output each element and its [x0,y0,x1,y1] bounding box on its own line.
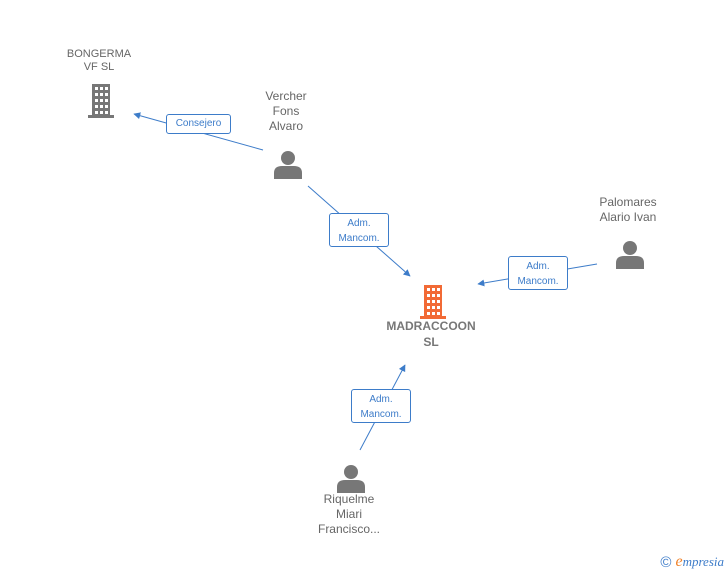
copyright-icon: © [660,553,672,571]
person-icon-palomares[interactable] [616,241,644,269]
person-icon-vercher[interactable] [274,151,302,179]
node-label-riquelme[interactable]: Riquelme Miari Francisco... [317,492,380,536]
person-icon-riquelme[interactable] [337,465,365,493]
node-label-palomares[interactable]: Palomares Alario Ivan [599,195,657,224]
brand-logo-initial: e [675,553,683,570]
building-icon-bongerma[interactable] [88,84,114,118]
building-icon-madraccoon[interactable] [420,285,446,319]
node-label-bongerma[interactable]: BONGERMA VF SL [66,48,132,73]
edge-label-vercher[interactable]: Adm. Mancom. [329,213,389,247]
node-label-vercher[interactable]: Vercher Fons Alvaro [265,89,307,133]
node-label-madraccoon[interactable]: MADRACCOON SL [386,319,476,349]
edge-label-palomares[interactable]: Adm. Mancom. [508,256,568,290]
brand-footer[interactable]: © e mpresia [660,553,724,571]
edge-label-riquelme[interactable]: Adm. Mancom. [351,389,411,423]
edge-label-vercher[interactable]: Consejero [166,114,231,134]
brand-logo-text: mpresia [682,554,724,569]
node-icons [88,84,644,493]
